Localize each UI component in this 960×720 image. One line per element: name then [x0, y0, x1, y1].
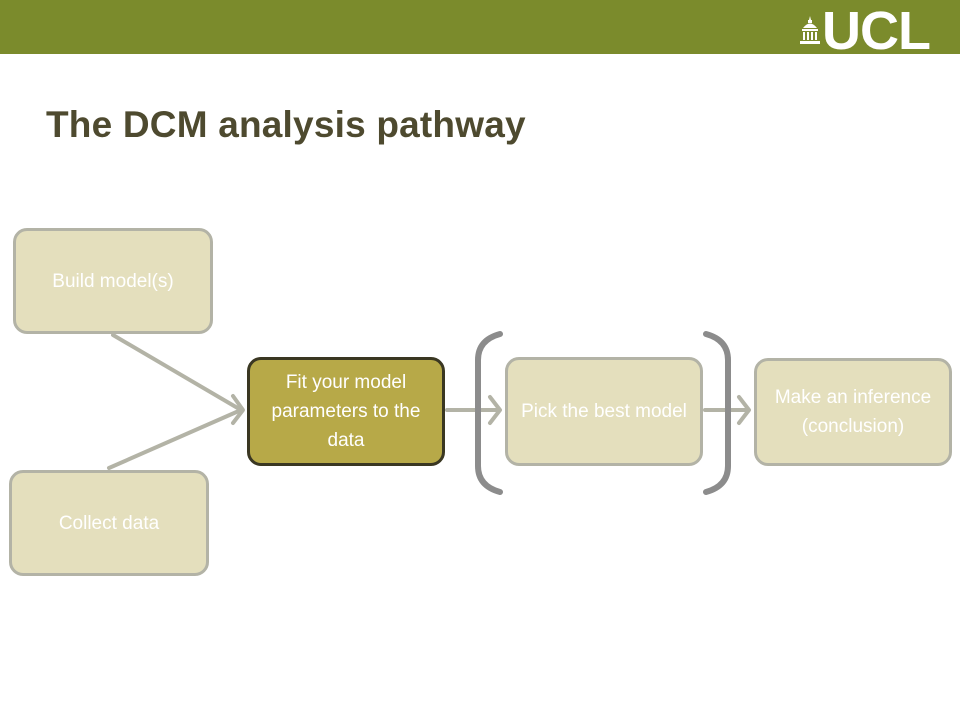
portico-icon [800, 16, 821, 44]
right-bracket [703, 331, 731, 495]
pick-best-model-node: Pick the best model [505, 357, 703, 466]
collect-data-label: Collect data [58, 512, 160, 534]
arrowhead-into-fit [231, 394, 245, 425]
ucl-logo: UCL [800, 1, 931, 61]
build-models-label: Build model(s) [52, 270, 174, 292]
connector-collect-to-fit [107, 408, 243, 470]
build-models-node: Build model(s) [13, 228, 213, 334]
header-bar: UCL [0, 0, 960, 61]
make-inference-node: Make an inference (conclusion) [754, 358, 952, 466]
connector-build-to-fit [111, 333, 243, 412]
pick-best-model-label: Pick the best model [521, 401, 687, 422]
collect-data-node: Collect data [9, 470, 209, 576]
arrowhead-into-pick [488, 395, 502, 425]
fit-model-node: Fit your model parameters to the data [247, 357, 445, 466]
make-inference-label: Make an inference (conclusion) [774, 387, 932, 437]
left-bracket [475, 331, 503, 495]
page-title: The DCM analysis pathway [46, 104, 526, 145]
logo-text: UCL [822, 1, 931, 61]
arrowhead-into-inference [737, 395, 751, 425]
fit-model-label: Fit your model parameters to the data [271, 372, 421, 451]
